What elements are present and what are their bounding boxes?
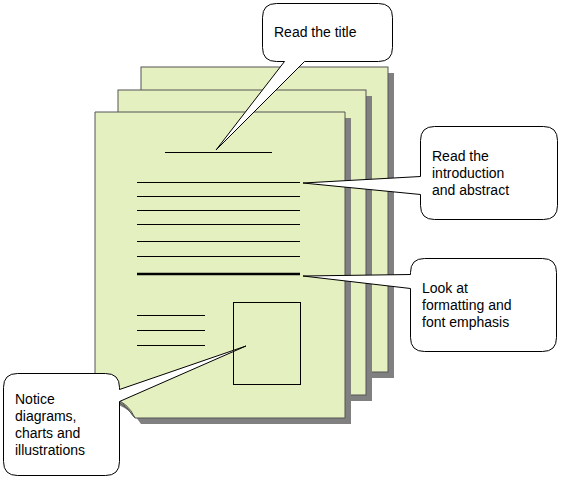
callout-bubble — [303, 127, 558, 220]
callout-bubble — [4, 346, 247, 476]
callout-text: Look at formatting and font emphasis — [422, 280, 522, 331]
callout-bubble — [216, 4, 393, 151]
callout-box: Look at formatting and font emphasis — [410, 258, 557, 352]
figure-placeholder — [234, 303, 301, 385]
callout-box: Notice diagrams, charts and illustration… — [3, 373, 120, 476]
callout-box: Read the introduction and abstract — [420, 126, 558, 220]
callout-shapes — [4, 4, 558, 476]
callout-bubble — [303, 259, 557, 352]
callout-text: Read the introduction and abstract — [432, 148, 527, 199]
callout-text: Notice diagrams, charts and illustration… — [15, 391, 95, 459]
front-page — [95, 112, 351, 424]
callout-text: Read the title — [274, 24, 383, 41]
callout-box: Read the title — [262, 3, 393, 62]
